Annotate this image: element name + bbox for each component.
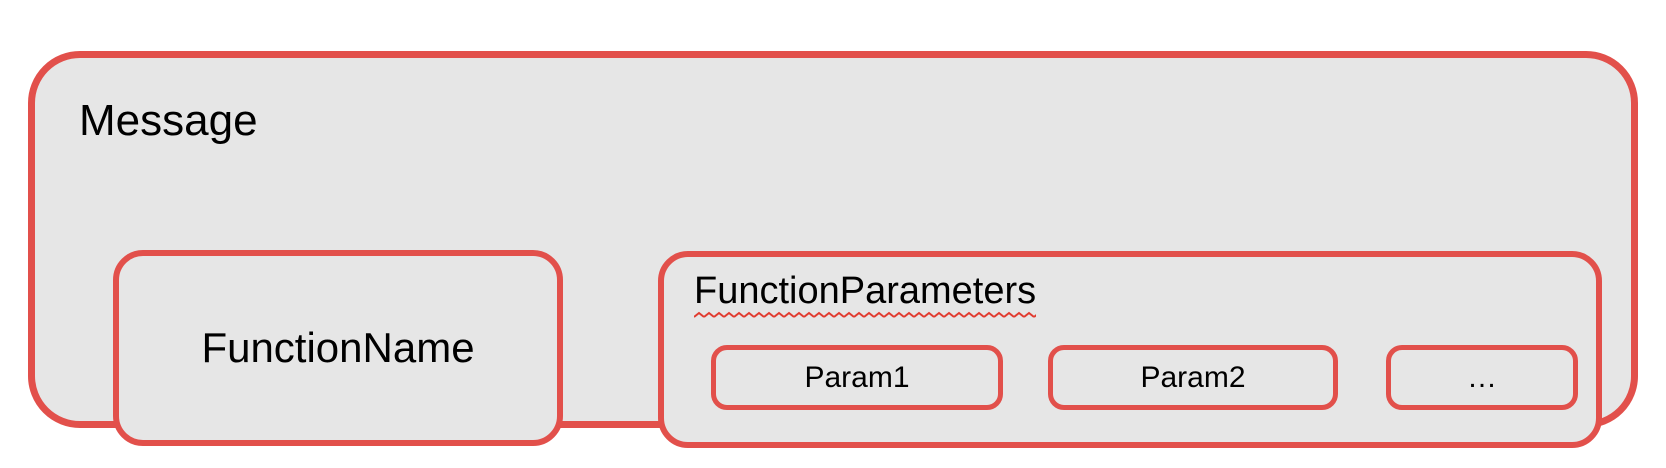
function-name-label: FunctionName [201,324,475,371]
function-parameters-box: FunctionParameters Param1 Param2 … [658,251,1602,448]
function-parameters-label: FunctionParameters [694,270,1037,312]
param-1-label: Param1 [804,360,910,394]
spellcheck-squiggle-underline [694,310,1037,319]
message-box: Message FunctionName FunctionParameters … [28,51,1638,448]
param-ellipsis-label: … [1467,360,1497,394]
function-name-box: FunctionName [113,250,563,446]
param-box-2: Param2 [1048,345,1338,410]
message-label: Message [79,96,258,145]
function-parameters-label-wrap: FunctionParameters [694,270,1037,319]
param-box-ellipsis: … [1386,345,1578,410]
param-box-1: Param1 [711,345,1003,410]
param-2-label: Param2 [1140,360,1246,394]
